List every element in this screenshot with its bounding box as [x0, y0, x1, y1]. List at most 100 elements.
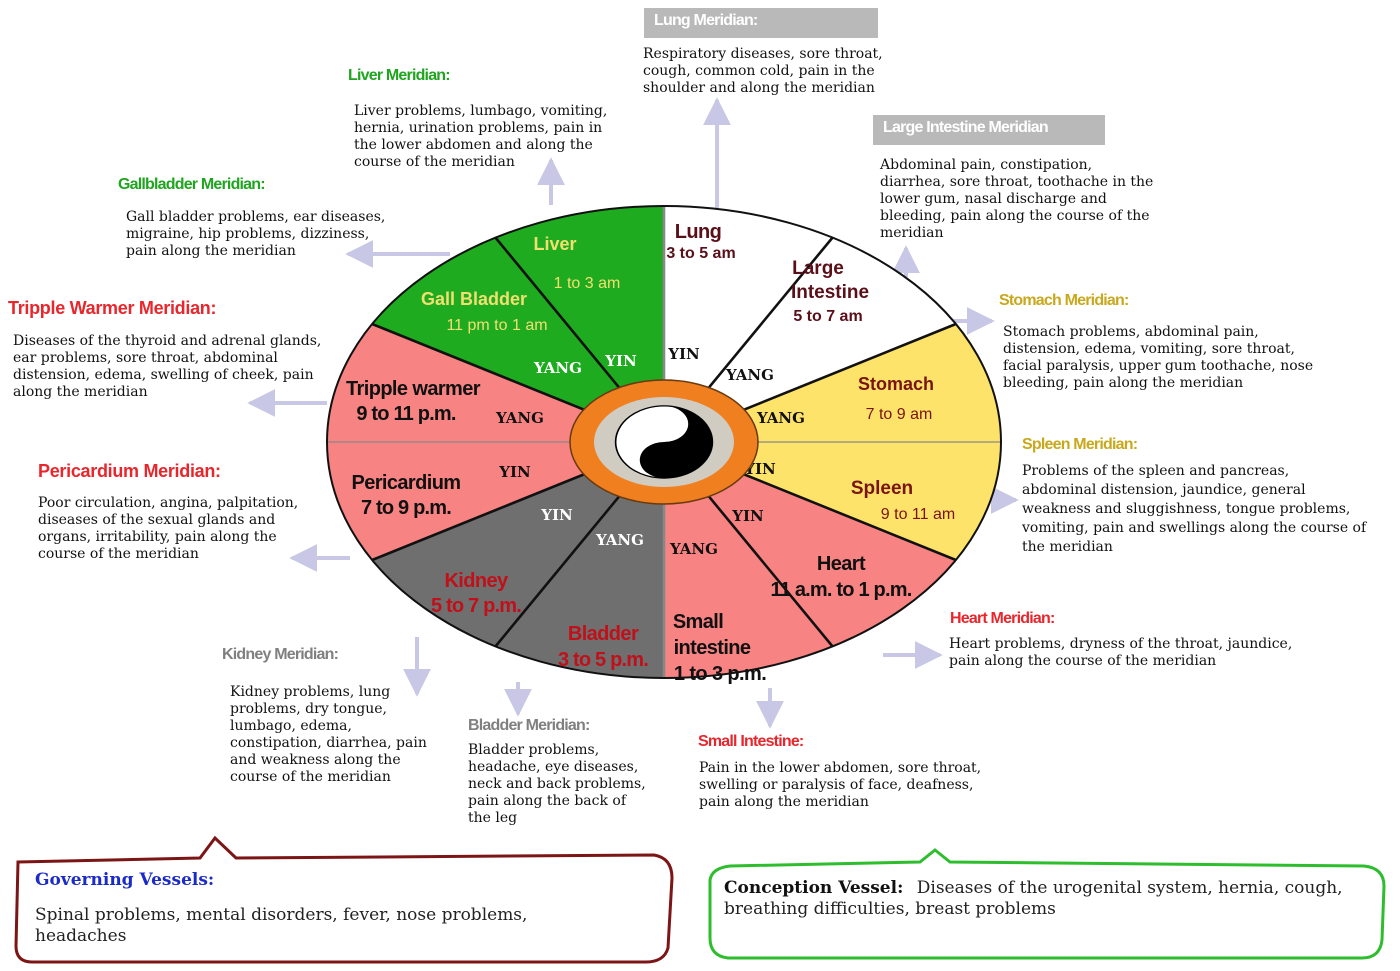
desc-line: problems, dry tongue, [230, 701, 387, 717]
desc-line: bleeding, pain along the meridian [1003, 375, 1244, 391]
polarity-label: YANG [595, 531, 644, 549]
desc-line: Gall bladder problems, ear diseases, [126, 209, 386, 225]
governing-vessels-frame [14, 835, 674, 964]
meridian-title-bladder: Bladder Meridian: [468, 717, 590, 734]
desc-line: abdominal distension, jaundice, general [1022, 482, 1306, 498]
desc-line: Poor circulation, angina, palpitation, [38, 495, 299, 511]
segment-name: 1 to 3 p.m. [674, 663, 766, 685]
desc-line: weakness and sluggishness, tongue proble… [1022, 501, 1351, 517]
segment-small-intestine [664, 442, 833, 678]
desc-line: pain along the back of [468, 793, 627, 809]
meridian-title-lung: Lung Meridian: [644, 8, 878, 38]
desc-line: Heart problems, dryness of the throat, j… [949, 636, 1293, 652]
desc-line: pain along the course of the meridian [949, 653, 1217, 669]
segment-name: Stomach [858, 374, 934, 394]
desc-line: Stomach problems, abdominal pain, [1003, 324, 1259, 340]
meridian-title-small-intestine: Small Intestine: [698, 733, 804, 750]
meridian-desc-pericardium: Poor circulation, angina, palpitation,di… [38, 495, 298, 563]
segment-time: 3 to 5 p.m. [558, 649, 648, 671]
desc-line: Abdominal pain, constipation, [880, 157, 1093, 173]
meridian-title-heart: Heart Meridian: [950, 610, 1055, 627]
meridian-desc-bladder: Bladder problems,headache, eye diseases,… [468, 742, 646, 827]
conception-vessel-title: Conception Vessel: [724, 878, 904, 898]
meridian-title-stomach: Stomach Meridian: [999, 292, 1129, 309]
wheel-outline [326, 205, 1002, 679]
meridian-desc-liver: Liver problems, lumbago, vomiting,hernia… [354, 103, 607, 171]
desc-line: course of the meridian [354, 154, 515, 170]
desc-line: Respiratory diseases, sore throat, [643, 46, 883, 62]
desc-line: diarrhea, sore throat, toothache in the [880, 174, 1154, 190]
segment-name: Pericardium [351, 472, 460, 494]
meridian-title-spleen: Spleen Meridian: [1022, 436, 1138, 453]
segment-name: Bladder [568, 623, 639, 645]
polarity-label: YIN [604, 352, 637, 370]
desc-line: neck and back problems, [468, 776, 646, 792]
governing-vessels-title: Governing Vessels: [35, 870, 215, 890]
meridian-desc-lung: Respiratory diseases, sore throat,cough,… [643, 46, 883, 97]
segment-time: 7 to 9 p.m. [361, 497, 451, 519]
desc-line: distension, edema, swelling of cheek, pa… [13, 367, 314, 383]
meridian-title-pericardium: Pericardium Meridian: [38, 461, 221, 481]
segment-name: Heart [817, 553, 866, 575]
segment-heart [664, 442, 956, 647]
segment-time: 5 to 7 am [793, 308, 862, 325]
desc-line: hernia, urination problems, pain in [354, 120, 603, 136]
desc-line: the meridian [1022, 539, 1113, 555]
desc-line: migraine, hip problems, dizziness, [126, 226, 370, 242]
meridian-desc-stomach: Stomach problems, abdominal pain,distens… [1003, 324, 1313, 392]
segment-pericardium [327, 442, 664, 560]
meridian-desc-large-intestine: Abdominal pain, constipation,diarrhea, s… [880, 157, 1153, 242]
desc-line: Pain in the lower abdomen, sore throat, [699, 760, 982, 776]
desc-line: headache, eye diseases, [468, 759, 639, 775]
polarity-label: YANG [495, 409, 544, 427]
desc-line: pain along the meridian [126, 243, 296, 259]
polarity-label: YIN [498, 463, 531, 481]
governing-vessels-desc: Spinal problems, mental disorders, fever… [35, 905, 528, 946]
desc-line: the leg [468, 810, 518, 826]
segment-name: Large [792, 258, 844, 279]
meridian-title-liver: Liver Meridian: [348, 67, 451, 84]
desc-line: swelling or paralysis of face, deafness, [699, 777, 974, 793]
meridian-desc-small-intestine: Pain in the lower abdomen, sore throat,s… [699, 760, 981, 811]
polarity-label: YANG [533, 359, 582, 377]
conception-vessel-box: Conception Vessel: Diseases of the uroge… [724, 878, 1364, 920]
segment-bladder [495, 442, 664, 678]
meridian-title-kidney: Kidney Meridian: [222, 646, 339, 663]
segment-name: Spleen [851, 478, 913, 499]
polarity-label: YANG [669, 540, 718, 558]
conception-vessel-frame [708, 848, 1386, 960]
segment-spleen [664, 442, 1001, 560]
meridian-wheel [326, 205, 1002, 679]
meridian-title-tripple-warmer: Tripple Warmer Meridian: [8, 298, 217, 318]
segment-tripple-warmer [327, 324, 664, 442]
desc-line: diseases of the sexual glands and [38, 512, 276, 528]
desc-line: constipation, diarrhea, pain [230, 735, 427, 751]
desc-line: course of the meridian [230, 769, 391, 785]
desc-line: organs, irritability, pain along the [38, 529, 277, 545]
yin-yang-icon [614, 405, 714, 479]
desc-line: lumbago, edema, [230, 718, 352, 734]
meridian-desc-gallbladder: Gall bladder problems, ear diseases,migr… [126, 209, 385, 260]
meridian-title-gallbladder: Gallbladder Meridian: [118, 176, 266, 193]
segment-name: Liver [533, 234, 576, 254]
desc-line: along the meridian [13, 384, 148, 400]
conception-vessel-desc: Diseases of the urogenital system, herni… [724, 878, 1343, 919]
segment-name: intestine [674, 637, 751, 659]
desc-line: meridian [880, 225, 944, 241]
segment-time: 11 pm to 1 am [446, 317, 547, 334]
desc-line: lower gum, nasal discharge and [880, 191, 1107, 207]
desc-line: vomiting, pain and swellings along the c… [1022, 520, 1367, 536]
polarity-label: YANG [725, 366, 774, 384]
polarity-label: YIN [540, 506, 573, 524]
desc-line: bleeding, pain along the course of the [880, 208, 1150, 224]
segment-kidney [372, 442, 664, 647]
segment-gall-bladder [372, 237, 664, 442]
segment-name: Small [673, 611, 723, 633]
desc-line: Diseases of the thyroid and adrenal glan… [13, 333, 322, 349]
desc-line: facial paralysis, upper gum toothache, n… [1003, 358, 1314, 374]
desc-line: the lower abdomen and along the [354, 137, 593, 153]
governing-vessels-box: Governing Vessels: Spinal problems, ment… [35, 870, 635, 947]
meridian-desc-tripple-warmer: Diseases of the thyroid and adrenal glan… [13, 333, 321, 401]
